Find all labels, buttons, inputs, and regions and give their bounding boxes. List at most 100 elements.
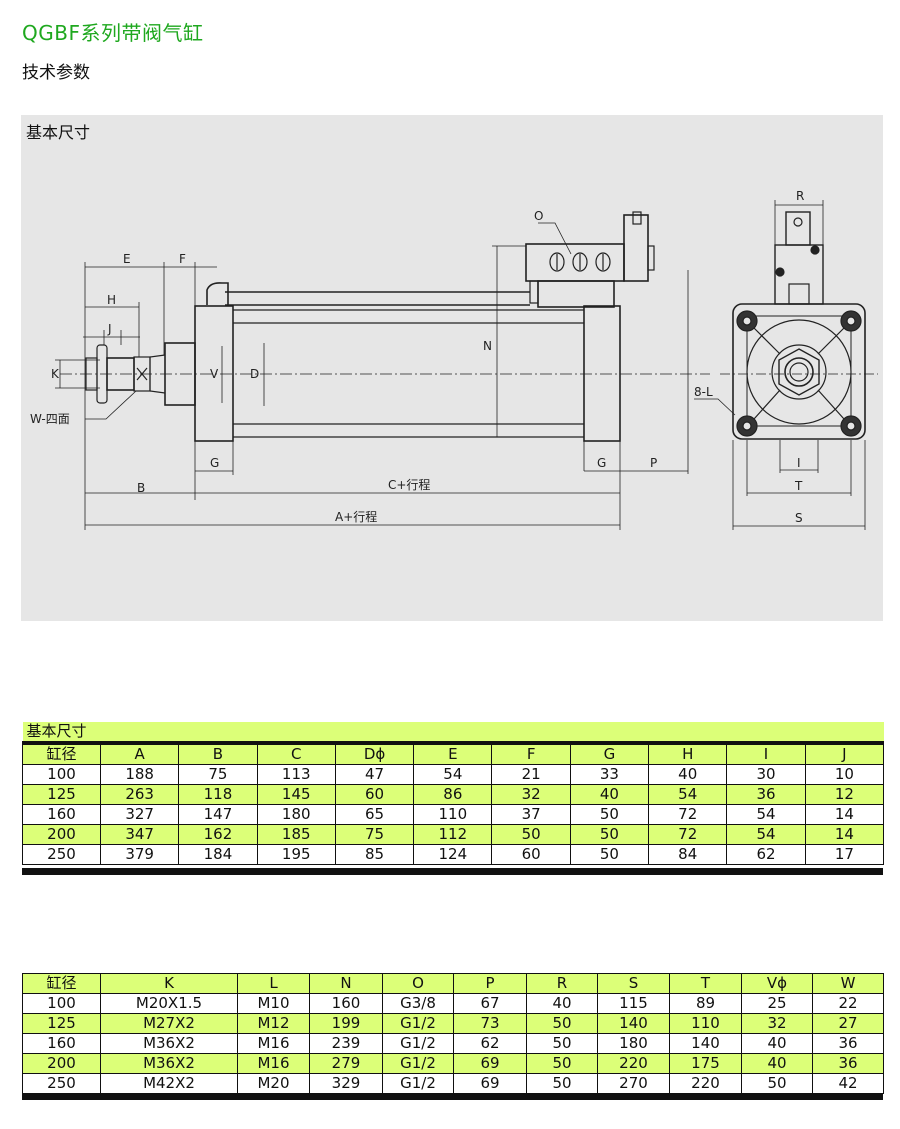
table-cell: 12: [804, 784, 885, 805]
table-cell: 124: [413, 844, 493, 865]
table-cell: 379: [99, 844, 180, 865]
column-header: T: [669, 973, 742, 994]
column-header: Vϕ: [741, 973, 813, 994]
column-header: H: [648, 742, 728, 765]
table-cell: 42: [812, 1073, 884, 1094]
column-header: A: [99, 742, 180, 765]
table-cell: 75: [178, 764, 258, 785]
label-E: E: [123, 252, 131, 266]
label-W: W-四面: [30, 412, 70, 426]
table-cell: 100: [22, 764, 101, 785]
table-cell: 250: [22, 844, 101, 865]
table-cell: 188: [99, 764, 180, 785]
table-cell: 50: [491, 824, 571, 845]
table-cell: 147: [178, 804, 258, 825]
table-cell: 115: [597, 993, 670, 1014]
label-J: J: [107, 322, 112, 336]
table-cell: 160: [309, 993, 383, 1014]
column-header: N: [309, 973, 383, 994]
label-S: S: [795, 511, 803, 525]
table-cell: 60: [491, 844, 571, 865]
table-cell: 50: [741, 1073, 813, 1094]
column-header: 缸径: [22, 742, 101, 765]
cylinder-side-view: [60, 211, 710, 442]
table-cell: 47: [334, 764, 415, 785]
label-F: F: [179, 252, 186, 266]
table-cell: M27X2: [100, 1013, 238, 1034]
table-cell: 220: [669, 1073, 742, 1094]
table-cell: 75: [334, 824, 415, 845]
table-cell: 113: [256, 764, 336, 785]
column-header: R: [526, 973, 598, 994]
table-cell: 40: [741, 1053, 813, 1074]
table-cell: 54: [726, 804, 806, 825]
table-cell: 85: [334, 844, 415, 865]
cylinder-end-view: [720, 211, 878, 440]
table-cell: 14: [804, 804, 885, 825]
table-cell: 40: [741, 1033, 813, 1054]
table-cell: G1/2: [382, 1053, 454, 1074]
table-cell: 110: [669, 1013, 742, 1034]
table-cell: 50: [526, 1073, 598, 1094]
label-H: H: [107, 293, 116, 307]
table-cell: 110: [413, 804, 493, 825]
column-header: C: [256, 742, 336, 765]
table-cell: 32: [741, 1013, 813, 1034]
table-cell: 140: [597, 1013, 670, 1034]
dimension-lines: [55, 222, 689, 530]
table-cell: M20: [237, 1073, 310, 1094]
table-bottom-bar: [22, 868, 883, 875]
table-cell: 40: [648, 764, 728, 785]
table-cell: G1/2: [382, 1033, 454, 1054]
table-cell: 62: [726, 844, 806, 865]
table-cell: 60: [334, 784, 415, 805]
table-cell: G3/8: [382, 993, 454, 1014]
table-bottom-bar: [22, 1093, 883, 1100]
label-D: D: [250, 367, 259, 381]
table-cell: 347: [99, 824, 180, 845]
panel-label: 基本尺寸: [26, 123, 91, 142]
table-cell: 62: [453, 1033, 527, 1054]
table-cell: 36: [726, 784, 806, 805]
table-cell: 200: [22, 1053, 101, 1074]
column-header: P: [453, 973, 527, 994]
table-cell: 67: [453, 993, 527, 1014]
table-cell: 73: [453, 1013, 527, 1034]
label-G-left: G: [210, 456, 219, 470]
label-T: T: [794, 479, 803, 493]
table-cell: G1/2: [382, 1013, 454, 1034]
label-O: O: [534, 209, 543, 223]
column-header: I: [726, 742, 806, 765]
table-cell: 175: [669, 1053, 742, 1074]
column-header: F: [491, 742, 571, 765]
column-header: Dϕ: [334, 742, 415, 765]
table-cell: 180: [597, 1033, 670, 1054]
table-cell: M36X2: [100, 1053, 238, 1074]
table-cell: 199: [309, 1013, 383, 1034]
table-cell: 140: [669, 1033, 742, 1054]
column-header: L: [237, 973, 310, 994]
table-cell: 21: [491, 764, 571, 785]
table-cell: 145: [256, 784, 336, 805]
table-cell: 200: [22, 824, 101, 845]
table-cell: 40: [526, 993, 598, 1014]
label-K: K: [51, 367, 60, 381]
table-cell: 100: [22, 993, 101, 1014]
table-cell: 185: [256, 824, 336, 845]
table-cell: 89: [669, 993, 742, 1014]
table-cell: 50: [526, 1033, 598, 1054]
table-cell: M12: [237, 1013, 310, 1034]
label-P: P: [650, 456, 657, 470]
table-cell: G1/2: [382, 1073, 454, 1094]
label-A: A+行程: [335, 509, 377, 524]
table-cell: M16: [237, 1033, 310, 1054]
table-cell: 184: [178, 844, 258, 865]
table-cell: 72: [648, 804, 728, 825]
